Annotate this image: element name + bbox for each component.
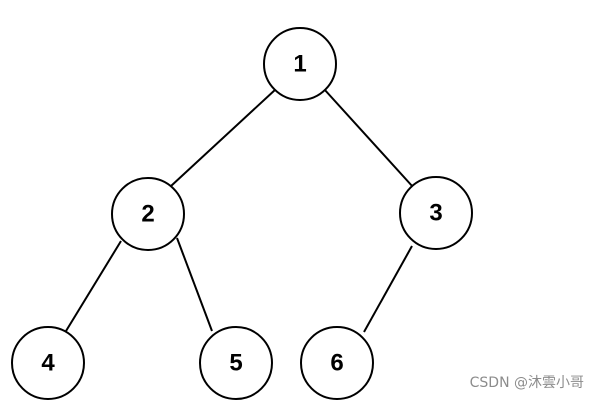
node-label-3: 3 (429, 200, 442, 227)
tree-node-3: 3 (399, 176, 473, 250)
edge-2-5 (176, 237, 213, 332)
edge-2-4 (65, 240, 122, 332)
node-label-1: 1 (293, 51, 306, 78)
node-label-5: 5 (229, 350, 242, 377)
edge-1-2 (170, 88, 277, 187)
tree-node-6: 6 (300, 326, 374, 400)
node-label-2: 2 (141, 201, 154, 228)
tree-edges (65, 88, 414, 333)
tree-node-2: 2 (111, 177, 185, 251)
node-label-6: 6 (330, 350, 343, 377)
tree-node-5: 5 (199, 326, 273, 400)
node-label-4: 4 (41, 350, 55, 377)
tree-node-1: 1 (263, 27, 337, 101)
tree-nodes: 1 2 3 4 5 6 (11, 27, 473, 400)
edge-3-6 (363, 245, 413, 333)
tree-node-4: 4 (11, 326, 85, 400)
csdn-watermark: CSDN @沐雲小哥 (469, 375, 584, 391)
edge-1-3 (323, 88, 414, 188)
